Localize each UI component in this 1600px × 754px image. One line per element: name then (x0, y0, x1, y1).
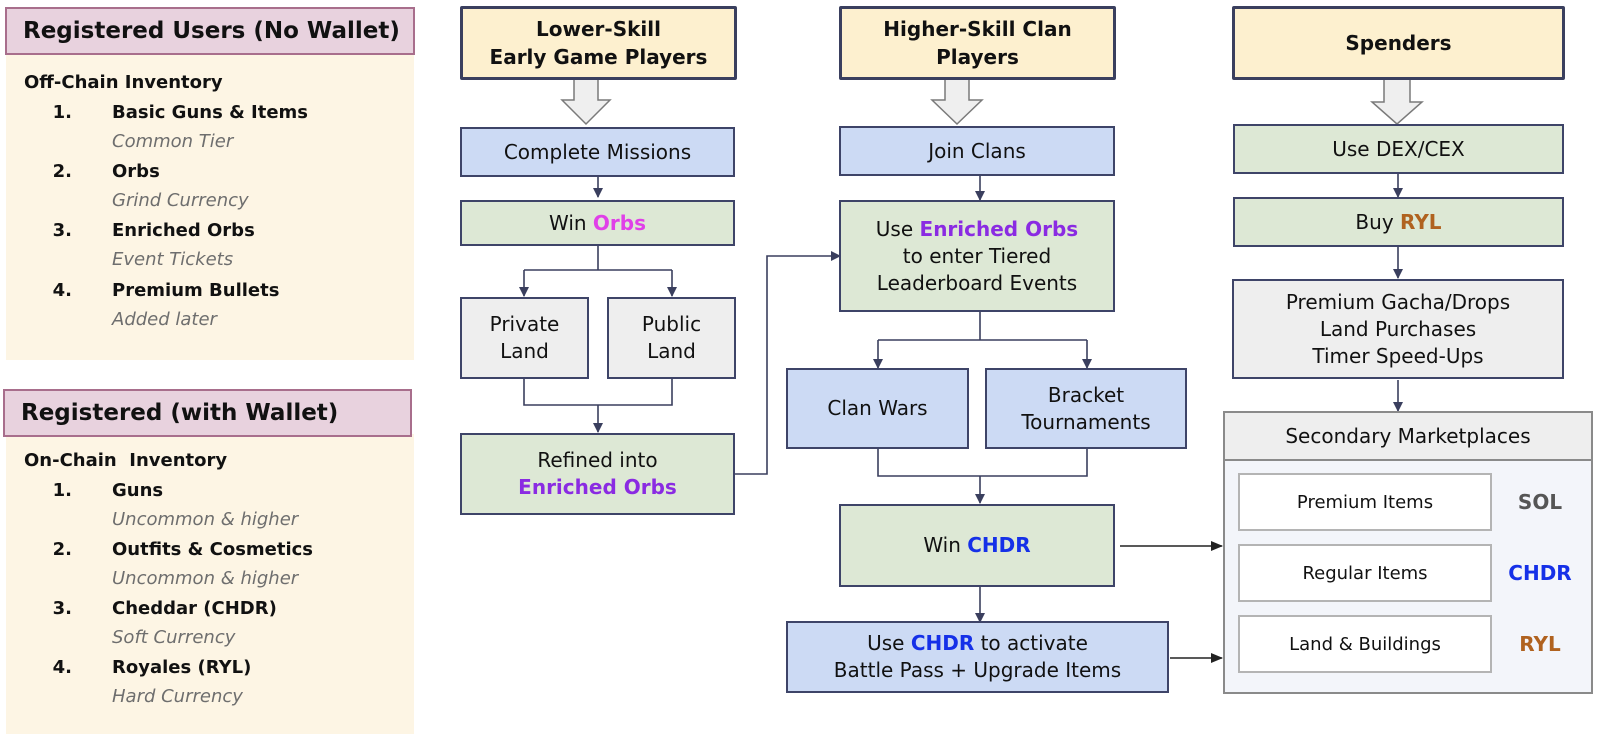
lower-skill-header: Lower-Skill Early Game Players (460, 6, 737, 80)
item-name: Orbs (112, 161, 160, 182)
item-subtitle: Hard Currency (112, 686, 243, 707)
clan-wars-box: Clan Wars (786, 368, 969, 449)
item-number: 2. (52, 161, 72, 182)
item-subtitle: Soft Currency (112, 627, 236, 648)
box-line: Land (647, 339, 696, 363)
secondary-marketplaces-title: Secondary Marketplaces (1223, 411, 1593, 461)
higher-skill-header: Higher-Skill Clan Players (839, 6, 1116, 80)
currency-sol: SOL (1517, 490, 1563, 514)
chdr-highlight: CHDR (967, 533, 1031, 557)
big-down-arrow-col3 (1370, 78, 1424, 125)
item-subtitle: Common Tier (112, 131, 234, 152)
item-name: Cheddar (CHDR) (112, 598, 277, 619)
currency-chdr: CHDR (1508, 561, 1572, 585)
box-line: Premium Gacha/Drops (1285, 289, 1511, 314)
box-line: Timer Speed-Ups (1312, 343, 1484, 368)
wallet-panel-title: Registered (with Wallet) (3, 389, 412, 437)
item-subtitle: Grind Currency (112, 190, 249, 211)
box-line: Public (641, 312, 702, 336)
box-line: Tournaments (1021, 409, 1151, 434)
arrow-events-split (878, 311, 1087, 341)
marketplace-item-regular: Regular Items (1238, 544, 1492, 602)
item-subtitle: Added later (112, 309, 217, 330)
item-name: Outfits & Cosmetics (112, 539, 314, 560)
chdr-highlight: CHDR (910, 631, 975, 655)
spenders-header: Spenders (1232, 6, 1565, 80)
item-name: Basic Guns & Items (112, 102, 309, 123)
bracket-tournaments-box: Bracket Tournaments (985, 368, 1187, 449)
item-name: Enriched Orbs (112, 220, 255, 241)
currency-ryl: RYL (1519, 632, 1561, 656)
arrow-battles-merge (877, 449, 1088, 503)
dex-cex-box: Use DEX/CEX (1233, 124, 1564, 174)
box-line: Land Purchases (1319, 316, 1477, 341)
header-line: Higher-Skill Clan (883, 17, 1072, 41)
marketplace-item-premium: Premium Items (1238, 473, 1492, 531)
enriched-orbs-highlight: Enriched Orbs (919, 216, 1079, 241)
box-line: Use CHDR to activate (867, 630, 1088, 657)
item-number: 3. (52, 220, 72, 241)
win-chdr-box: Win CHDR (839, 504, 1115, 587)
box-line: Battle Pass + Upgrade Items (833, 658, 1122, 682)
marketplace-item-land: Land & Buildings (1238, 615, 1492, 673)
box-line: Land (500, 339, 549, 363)
arrow-refined-to-events (733, 251, 841, 475)
box-text: to activate (974, 631, 1088, 655)
box-text: Win (548, 210, 593, 235)
box-line: Refined into (537, 448, 658, 472)
box-text: Use (875, 216, 920, 241)
no-wallet-panel: Off-Chain Inventory 1. Basic Guns & Item… (6, 52, 414, 360)
box-text: Use (867, 631, 911, 655)
no-wallet-panel-title: Registered Users (No Wallet) (5, 7, 415, 55)
arrow-orbs-split (524, 244, 672, 271)
complete-missions-box: Complete Missions (460, 127, 735, 177)
big-down-arrow-col1 (560, 78, 612, 126)
box-line: Bracket (1047, 382, 1125, 407)
enriched-orbs-highlight: Enriched Orbs (518, 475, 677, 499)
join-clans-box: Join Clans (839, 126, 1115, 176)
buy-ryl-box: Buy RYL (1233, 197, 1564, 247)
item-name: Premium Bullets (112, 280, 280, 301)
item-number: 4. (52, 280, 72, 301)
section-title: Off-Chain Inventory (24, 72, 223, 93)
item-number: 3. (52, 598, 72, 619)
box-line: Leaderboard Events (876, 270, 1078, 295)
wallet-panel: On-Chain Inventory 1. Guns Uncommon & hi… (6, 434, 414, 734)
box-line: Private (489, 312, 560, 336)
premium-spend-box: Premium Gacha/Drops Land Purchases Timer… (1232, 279, 1564, 379)
use-chdr-box: Use CHDR to activate Battle Pass + Upgra… (786, 621, 1169, 693)
section-title: On-Chain Inventory (24, 450, 228, 471)
item-subtitle: Uncommon & higher (112, 568, 299, 589)
private-land-box: Private Land (460, 297, 589, 379)
public-land-box: Public Land (607, 297, 736, 379)
arrow-lands-merge (523, 376, 673, 432)
tiered-events-box: Use Enriched Orbs to enter Tiered Leader… (839, 200, 1115, 312)
box-text: Win (923, 533, 968, 557)
ryl-highlight: RYL (1400, 209, 1442, 234)
item-number: 1. (52, 102, 72, 123)
box-line: to enter Tiered (902, 243, 1052, 268)
orbs-highlight: Orbs (592, 210, 647, 235)
header-line: Lower-Skill (536, 17, 661, 41)
refined-enriched-orbs-box: Refined into Enriched Orbs (460, 433, 735, 515)
item-subtitle: Event Tickets (112, 249, 234, 270)
box-text: Buy (1355, 209, 1401, 234)
header-line: Early Game Players (489, 45, 708, 69)
item-name: Royales (RYL) (112, 657, 252, 678)
item-number: 4. (52, 657, 72, 678)
item-subtitle: Uncommon & higher (112, 509, 299, 530)
item-number: 2. (52, 539, 72, 560)
big-down-arrow-col2 (930, 78, 984, 126)
item-number: 1. (52, 480, 72, 501)
win-orbs-box: Win Orbs (460, 200, 735, 246)
header-line: Players (936, 45, 1019, 69)
box-line: Use Enriched Orbs (876, 216, 1078, 243)
item-name: Guns (112, 480, 164, 501)
